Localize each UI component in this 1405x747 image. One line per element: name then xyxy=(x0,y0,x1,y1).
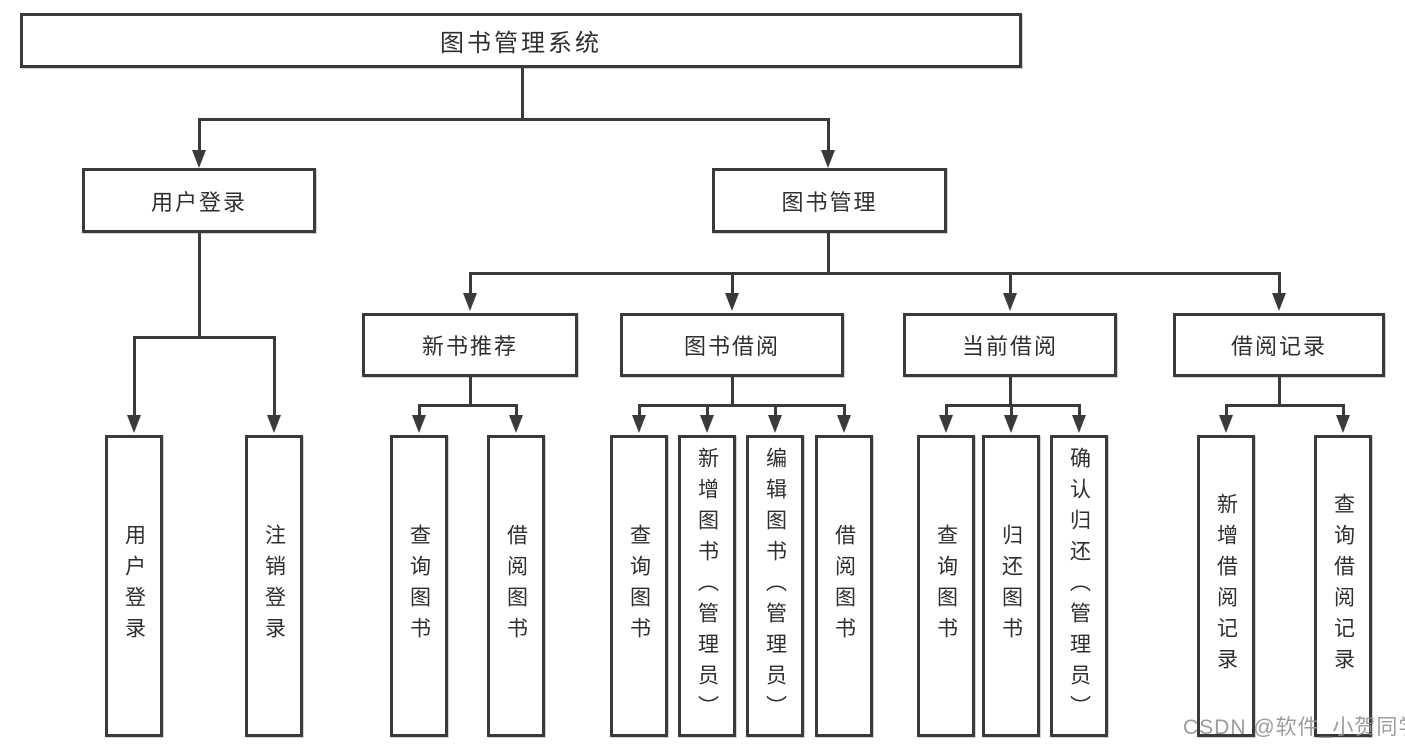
connector-line xyxy=(198,118,830,121)
node-label: 用户登录 xyxy=(150,189,247,215)
arrow-down-icon xyxy=(700,415,714,433)
node-label: 确认归还（管理员） xyxy=(1067,446,1091,726)
node-label: 借阅记录 xyxy=(1230,334,1327,359)
arrow-down-icon xyxy=(1004,415,1018,433)
arrow-down-icon xyxy=(837,415,851,433)
connector-line xyxy=(469,377,472,405)
connector-line xyxy=(774,404,777,418)
arrow-down-icon xyxy=(725,293,739,311)
node-library-management-system: 图书管理系统 xyxy=(20,13,1022,68)
node-label: 借阅图书 xyxy=(832,524,856,648)
leaf-logout-login: 注销登录 xyxy=(245,435,303,737)
arrow-down-icon xyxy=(1219,415,1233,433)
arrow-down-icon xyxy=(463,293,477,311)
node-user-login: 用户登录 xyxy=(82,168,316,233)
arrow-down-icon xyxy=(509,415,523,433)
connector-line xyxy=(1278,377,1281,405)
connector-line xyxy=(198,118,201,153)
arrow-down-icon xyxy=(412,415,426,433)
connector-line xyxy=(133,336,136,418)
node-label: 归还图书 xyxy=(999,524,1023,648)
node-current-borrowing: 当前借阅 xyxy=(903,313,1117,377)
connector-line xyxy=(843,404,846,418)
arrow-down-icon xyxy=(821,150,835,168)
connector-line xyxy=(827,233,830,274)
node-label: 图书管理 xyxy=(781,189,878,215)
connector-line xyxy=(521,68,524,119)
connector-line xyxy=(418,404,421,418)
connector-line xyxy=(469,272,472,296)
node-label: 注销登录 xyxy=(262,524,286,648)
connector-line xyxy=(418,404,518,407)
arrow-down-icon xyxy=(768,415,782,433)
csdn-watermark: CSDN @软件_小贺同学 xyxy=(1183,716,1405,739)
leaf-add-books-admin: 新增图书（管理员） xyxy=(678,435,736,737)
node-label: 图书管理系统 xyxy=(440,30,602,57)
node-label: 用户登录 xyxy=(122,524,146,648)
arrow-down-icon xyxy=(632,415,646,433)
connector-line xyxy=(731,272,734,296)
connector-line xyxy=(945,404,948,418)
leaf-borrowing-query-books: 查询图书 xyxy=(610,435,668,737)
arrow-down-icon xyxy=(192,150,206,168)
node-label: 图书借阅 xyxy=(683,334,780,359)
connector-line xyxy=(515,404,518,418)
connector-line xyxy=(731,377,734,405)
connector-line xyxy=(638,404,641,418)
node-borrowing-records: 借阅记录 xyxy=(1173,313,1385,377)
connector-line xyxy=(469,272,1281,275)
connector-line xyxy=(1342,404,1345,418)
arrow-down-icon xyxy=(1003,293,1017,311)
connector-line xyxy=(198,233,201,337)
connector-line xyxy=(1225,404,1345,407)
connector-line xyxy=(1078,404,1081,418)
connector-line xyxy=(1278,272,1281,296)
arrow-down-icon xyxy=(1072,415,1086,433)
leaf-add-borrow-record: 新增借阅记录 xyxy=(1197,435,1255,737)
node-book-management: 图书管理 xyxy=(712,168,947,233)
node-label: 查询图书 xyxy=(934,524,958,648)
node-new-book-recommend: 新书推荐 xyxy=(362,313,578,377)
node-label: 新增借阅记录 xyxy=(1214,493,1238,679)
connector-line xyxy=(706,404,709,418)
node-label: 编辑图书（管理员） xyxy=(763,446,787,726)
leaf-return-books: 归还图书 xyxy=(982,435,1040,737)
connector-line xyxy=(133,336,276,339)
connector-line xyxy=(1225,404,1228,418)
leaf-confirm-return-admin: 确认归还（管理员） xyxy=(1050,435,1108,737)
node-label: 新增图书（管理员） xyxy=(695,446,719,726)
leaf-recommend-borrow-books: 借阅图书 xyxy=(487,435,545,737)
node-label: 查询图书 xyxy=(627,524,651,648)
leaf-recommend-query-books: 查询图书 xyxy=(390,435,448,737)
node-label: 当前借阅 xyxy=(961,334,1058,359)
leaf-current-query-books: 查询图书 xyxy=(917,435,975,737)
connector-line xyxy=(1009,377,1012,405)
node-label: 查询图书 xyxy=(407,524,431,648)
connector-line xyxy=(638,404,846,407)
arrow-down-icon xyxy=(127,415,141,433)
connector-line xyxy=(827,118,830,153)
connector-line xyxy=(1010,404,1013,418)
arrow-down-icon xyxy=(939,415,953,433)
connector-line xyxy=(1009,272,1012,296)
leaf-user-login: 用户登录 xyxy=(105,435,163,737)
arrow-down-icon xyxy=(267,415,281,433)
arrow-down-icon xyxy=(1336,415,1350,433)
node-label: 新书推荐 xyxy=(421,334,518,359)
leaf-query-borrow-record: 查询借阅记录 xyxy=(1314,435,1372,737)
leaf-borrowing-borrow-books: 借阅图书 xyxy=(815,435,873,737)
connector-line xyxy=(273,336,276,418)
arrow-down-icon xyxy=(1272,293,1286,311)
node-label: 借阅图书 xyxy=(504,524,528,648)
node-label: 查询借阅记录 xyxy=(1331,493,1355,679)
node-book-borrowing: 图书借阅 xyxy=(620,313,844,377)
leaf-edit-books-admin: 编辑图书（管理员） xyxy=(746,435,804,737)
